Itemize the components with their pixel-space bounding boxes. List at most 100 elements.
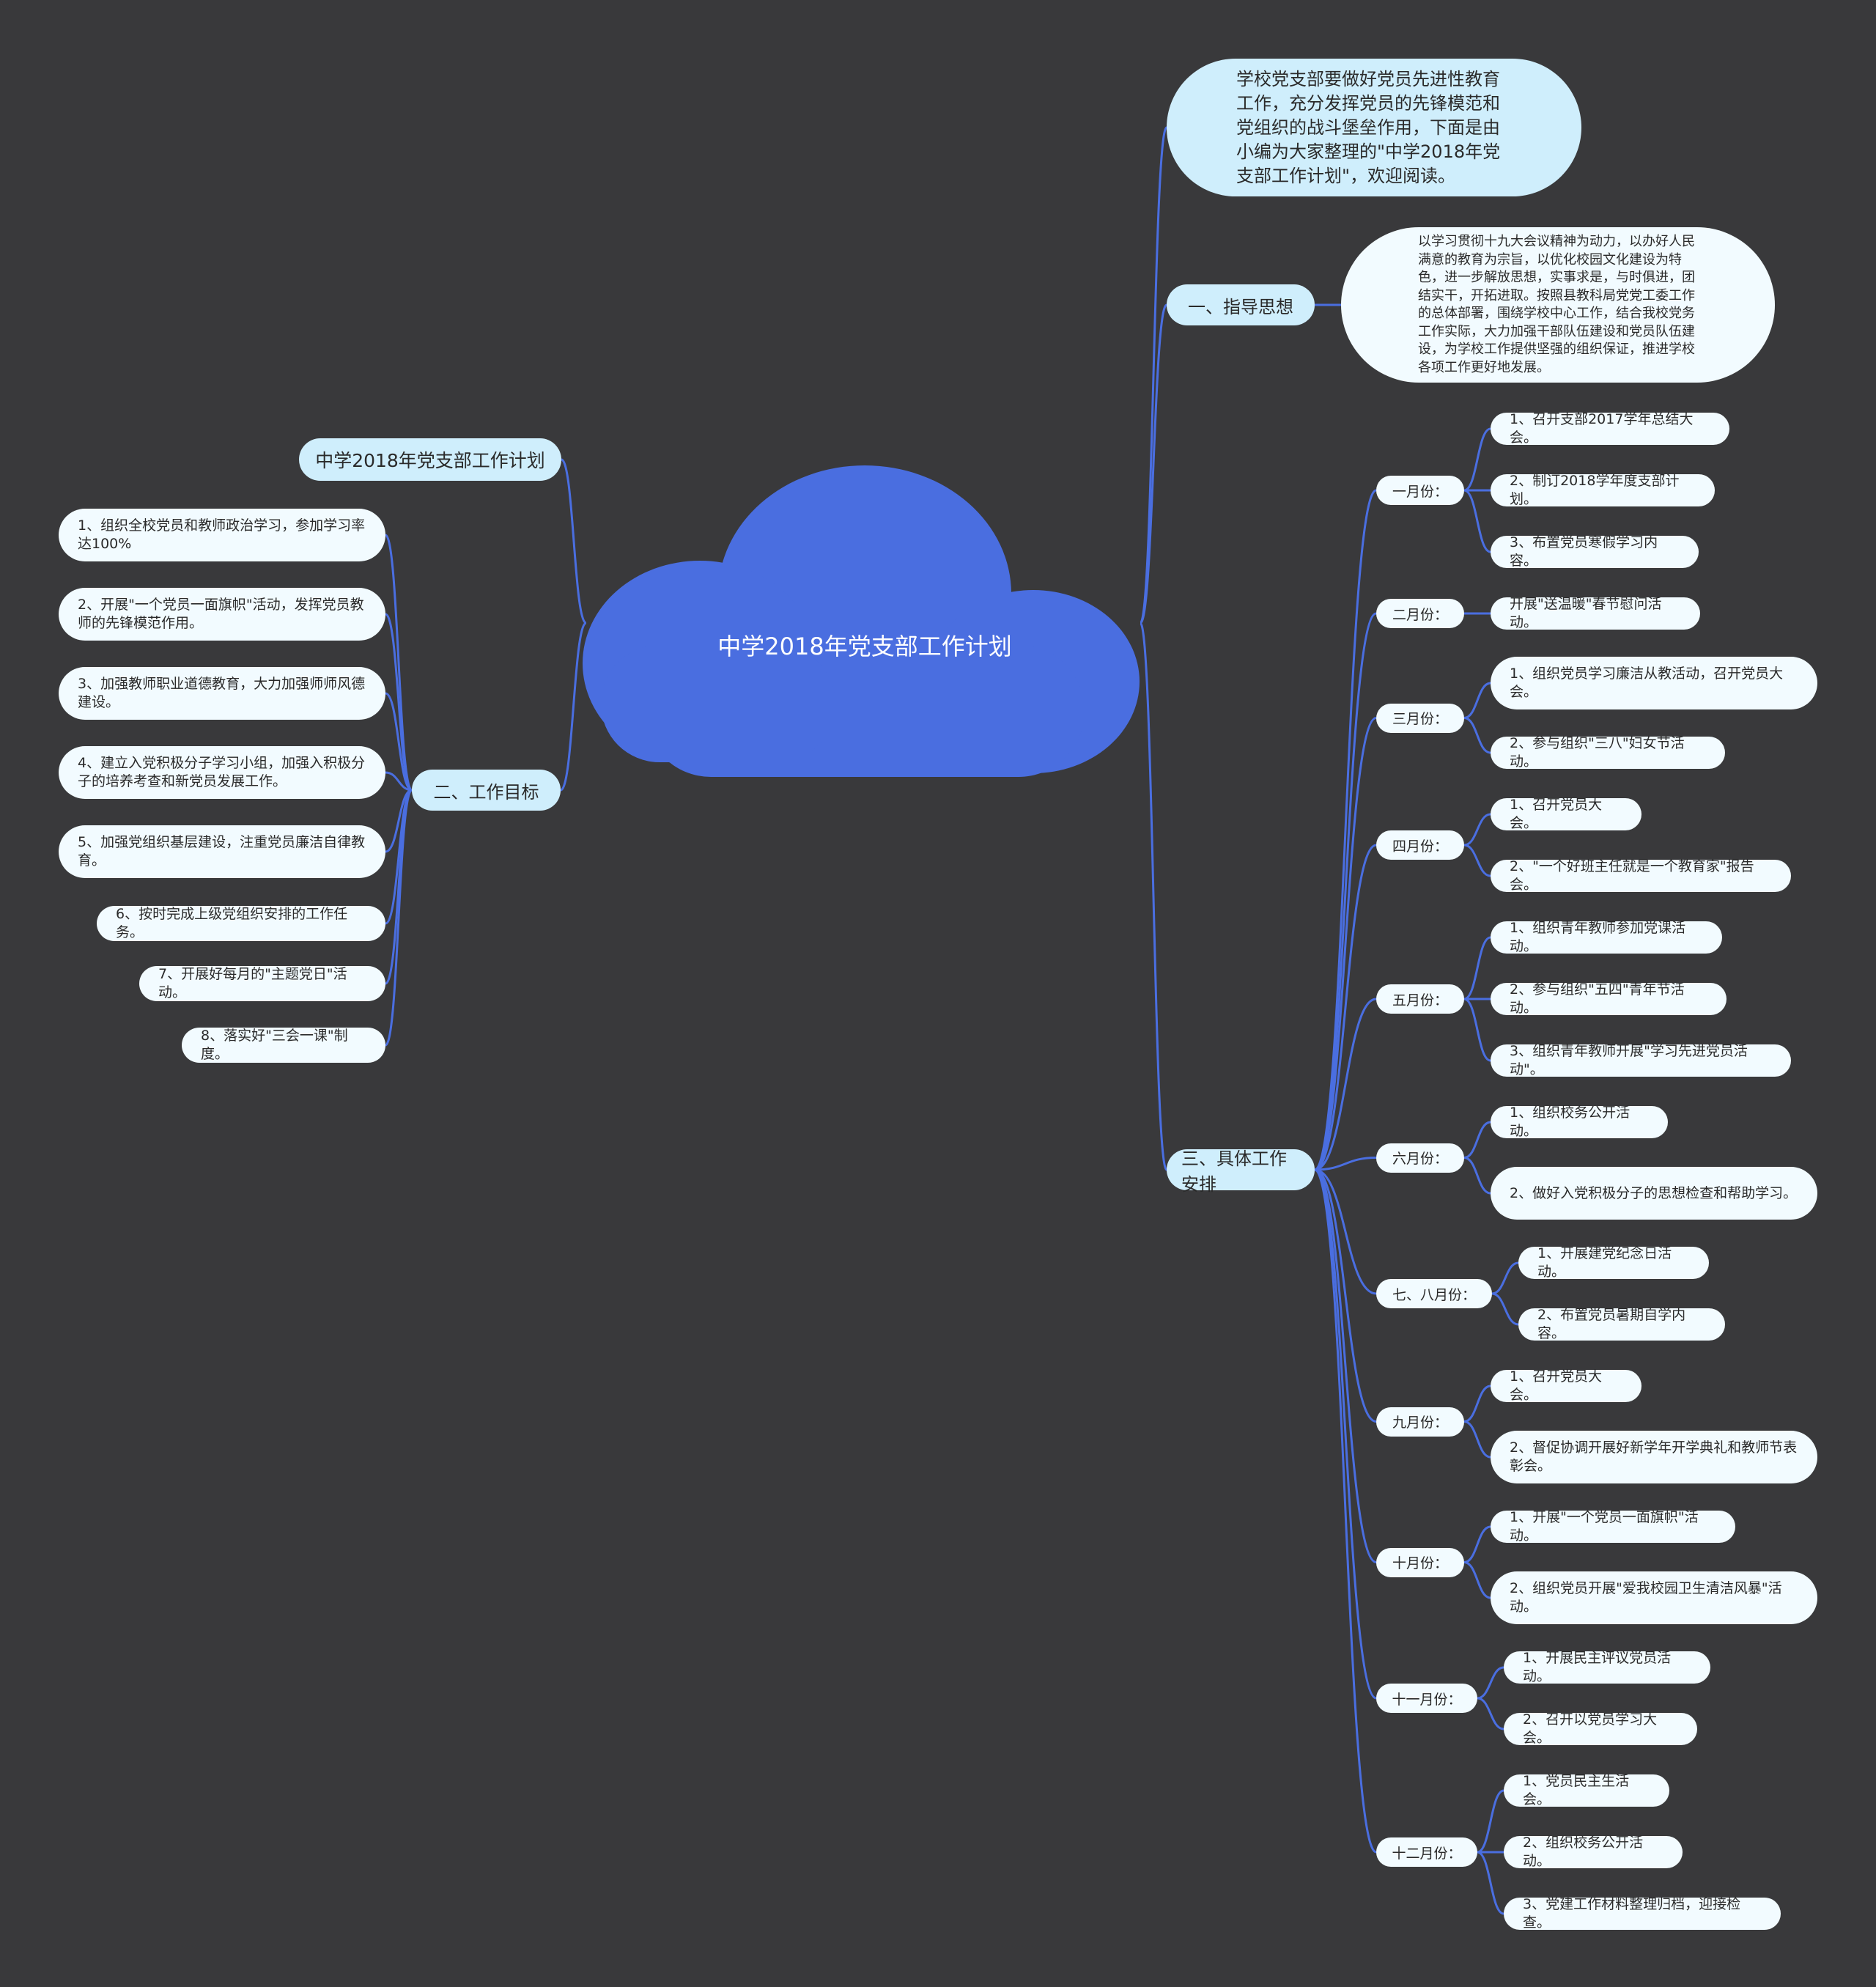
goal-item-text: 2、开展"一个党员一面旗帜"活动，发挥党员教师的先锋模范作用。 [78, 597, 364, 631]
connector-line [1314, 844, 1377, 1171]
connector-line [1491, 1292, 1519, 1326]
schedule-item-text: 1、开展"一个党员一面旗帜"活动。 [1510, 1509, 1699, 1544]
month-node[interactable]: 三月份： [1376, 703, 1464, 733]
connector-line [1463, 682, 1491, 719]
schedule-item-text: 1、召开支部2017学年总结大会。 [1510, 411, 1694, 446]
month-node[interactable]: 九月份： [1376, 1407, 1464, 1437]
schedule-item[interactable]: 2、督促协调开展好新学年开学典礼和教师节表彰会。 [1491, 1431, 1817, 1483]
connector-line [1463, 936, 1491, 1000]
goal-item[interactable]: 4、建立入党积极分子学习小组，加强入积极分子的培养考查和新党员发展工作。 [59, 746, 385, 799]
schedule-item[interactable]: 2、参与组织"五四"青年节活动。 [1491, 981, 1727, 1016]
schedule-item[interactable]: 1、召开支部2017学年总结大会。 [1491, 411, 1729, 446]
goal-item[interactable]: 6、按时完成上级党组织安排的工作任务。 [97, 906, 385, 941]
schedule-item[interactable]: 2、组织党员开展"爱我校园卫生清洁风暴"活动。 [1491, 1571, 1817, 1624]
month-node-text: 十二月份： [1392, 1845, 1462, 1862]
connector-line [1463, 844, 1491, 877]
schedule-node[interactable]: 三、具体工作安排 [1167, 1149, 1315, 1195]
schedule-item-text: 3、党建工作材料整理归档，迎接检查。 [1523, 1896, 1741, 1931]
month-node[interactable]: 一月份： [1376, 476, 1464, 505]
guiding-text-node[interactable]: 以学习贯彻十九大会议精神为动力，以办好人民满意的教育为宗旨，以优化校园文化建设为… [1341, 227, 1775, 383]
schedule-item-text: 1、组织党员学习廉洁从教活动，召开党员大会。 [1510, 666, 1784, 700]
goal-item[interactable]: 5、加强党组织基层建设，注重党员廉洁自律教育。 [59, 825, 385, 878]
goal-item-text: 3、加强教师职业道德教育，大力加强师师风德建设。 [78, 676, 366, 710]
intro-node[interactable]: 学校党支部要做好党员先进性教育工作，充分发挥党员的先锋模范和党组织的战斗堡垒作用… [1167, 59, 1581, 196]
connector-line [1314, 717, 1377, 1171]
left-title-text: 中学2018年党支部工作计划 [315, 450, 545, 471]
schedule-item-text: 2、召开以党员学习大会。 [1523, 1711, 1658, 1746]
connector-line [1139, 303, 1168, 624]
goal-item[interactable]: 2、开展"一个党员一面旗帜"活动，发挥党员教师的先锋模范作用。 [59, 588, 385, 641]
goal-item-text: 7、开展好每月的"主题党日"活动。 [158, 966, 347, 1000]
schedule-item[interactable]: 2、参与组织"三八"妇女节活动。 [1491, 735, 1725, 770]
goal-item-text: 6、按时完成上级党组织安排的工作任务。 [116, 906, 348, 940]
connector-line [1463, 1420, 1491, 1459]
schedule-item[interactable]: 1、组织青年教师参加党课活动。 [1491, 920, 1722, 954]
month-node-text: 六月份： [1392, 1151, 1448, 1167]
month-node-text: 四月份： [1392, 838, 1448, 855]
schedule-item[interactable]: 1、组织校务公开活动。 [1491, 1105, 1668, 1139]
schedule-item[interactable]: 3、组织青年教师开展"学习先进党员活动"。 [1491, 1043, 1791, 1077]
schedule-item[interactable]: 2、召开以党员学习大会。 [1504, 1711, 1697, 1746]
connector-line [1477, 1666, 1504, 1700]
goal-item-text: 8、落实好"三会一课"制度。 [201, 1028, 348, 1062]
center-title[interactable]: 中学2018年党支部工作计划 [717, 633, 1012, 660]
schedule-item[interactable]: 开展"送温暖"春节慰问活动。 [1491, 596, 1700, 630]
goal-item-text: 5、加强党组织基层建设，注重党员廉洁自律教育。 [78, 834, 366, 869]
connector-line [1463, 1157, 1491, 1195]
schedule-item[interactable]: 1、开展建党纪念日活动。 [1518, 1245, 1709, 1280]
connector-line [1463, 489, 1491, 553]
schedule-item[interactable]: 1、召开党员大会。 [1491, 797, 1642, 831]
schedule-item-text: 1、开展建党纪念日活动。 [1537, 1245, 1672, 1280]
month-node-text: 三月份： [1392, 711, 1448, 727]
schedule-item[interactable]: 1、开展民主评议党员活动。 [1504, 1650, 1710, 1684]
month-node[interactable]: 七、八月份： [1376, 1279, 1492, 1308]
connector-line [1463, 1561, 1491, 1599]
goal-item[interactable]: 1、组织全校党员和教师政治学习，参加学习率达100% [59, 509, 385, 561]
schedule-item[interactable]: 2、做好入党积极分子的思想检查和帮助学习。 [1491, 1167, 1817, 1220]
connector-line [1463, 1385, 1491, 1423]
guiding-node[interactable]: 一、指导思想 [1167, 284, 1315, 325]
month-node[interactable]: 十二月份： [1376, 1837, 1477, 1867]
connector-line [384, 613, 413, 792]
schedule-item[interactable]: 3、布置党员寒假学习内容。 [1491, 534, 1699, 569]
connector-line [1463, 813, 1491, 847]
schedule-item[interactable]: 1、党员民主生活会。 [1504, 1773, 1669, 1807]
month-node[interactable]: 二月份： [1376, 599, 1464, 628]
schedule-item-text: 2、"一个好班主任就是一个教育家"报告会。 [1510, 858, 1754, 893]
schedule-item[interactable]: 1、开展"一个党员一面旗帜"活动。 [1491, 1509, 1735, 1544]
month-node[interactable]: 六月份： [1376, 1143, 1464, 1173]
goals-node[interactable]: 二、工作目标 [412, 770, 561, 811]
schedule-item[interactable]: 1、组织党员学习廉洁从教活动，召开党员大会。 [1491, 657, 1817, 709]
schedule-item[interactable]: 2、制订2018学年度支部计划。 [1491, 473, 1715, 507]
goal-item[interactable]: 8、落实好"三会一课"制度。 [182, 1028, 385, 1063]
connector-line [1491, 1261, 1519, 1295]
connector-line [1314, 1157, 1377, 1171]
goal-item[interactable]: 7、开展好每月的"主题党日"活动。 [139, 966, 385, 1001]
schedule-item-text: 3、布置党员寒假学习内容。 [1510, 534, 1658, 569]
connector-line [560, 458, 588, 624]
connector-line [385, 771, 413, 792]
month-node[interactable]: 五月份： [1376, 984, 1464, 1014]
intro-text: 学校党支部要做好党员先进性教育工作，充分发挥党员的先锋模范和党组织的战斗堡垒作用… [1236, 68, 1501, 186]
left-title-node[interactable]: 中学2018年党支部工作计划 [299, 438, 561, 481]
month-node[interactable]: 十一月份： [1376, 1684, 1477, 1713]
connector-line [1463, 998, 1491, 1062]
month-node-text: 九月份： [1392, 1415, 1448, 1431]
schedule-item[interactable]: 2、布置党员暑期自学内容。 [1518, 1307, 1725, 1341]
schedule-item[interactable]: 1、召开党员大会。 [1491, 1368, 1642, 1403]
month-node-text: 五月份： [1392, 992, 1448, 1009]
connector-line [1314, 1168, 1377, 1700]
connector-line [1314, 612, 1377, 1171]
schedule-item[interactable]: 3、党建工作材料整理归档，迎接检查。 [1504, 1896, 1781, 1931]
connector-line [1139, 622, 1168, 1171]
month-node[interactable]: 四月份： [1376, 830, 1464, 860]
connector-line [1314, 1168, 1377, 1854]
connector-line [1314, 1168, 1377, 1423]
schedule-item[interactable]: 2、组织校务公开活动。 [1504, 1835, 1683, 1869]
schedule-item-text: 1、召开党员大会。 [1510, 1368, 1603, 1403]
goal-item[interactable]: 3、加强教师职业道德教育，大力加强师师风德建设。 [59, 667, 385, 720]
schedule-item[interactable]: 2、"一个好班主任就是一个教育家"报告会。 [1491, 858, 1791, 893]
month-node[interactable]: 十月份： [1376, 1547, 1464, 1577]
month-node-text: 十月份： [1392, 1555, 1448, 1571]
